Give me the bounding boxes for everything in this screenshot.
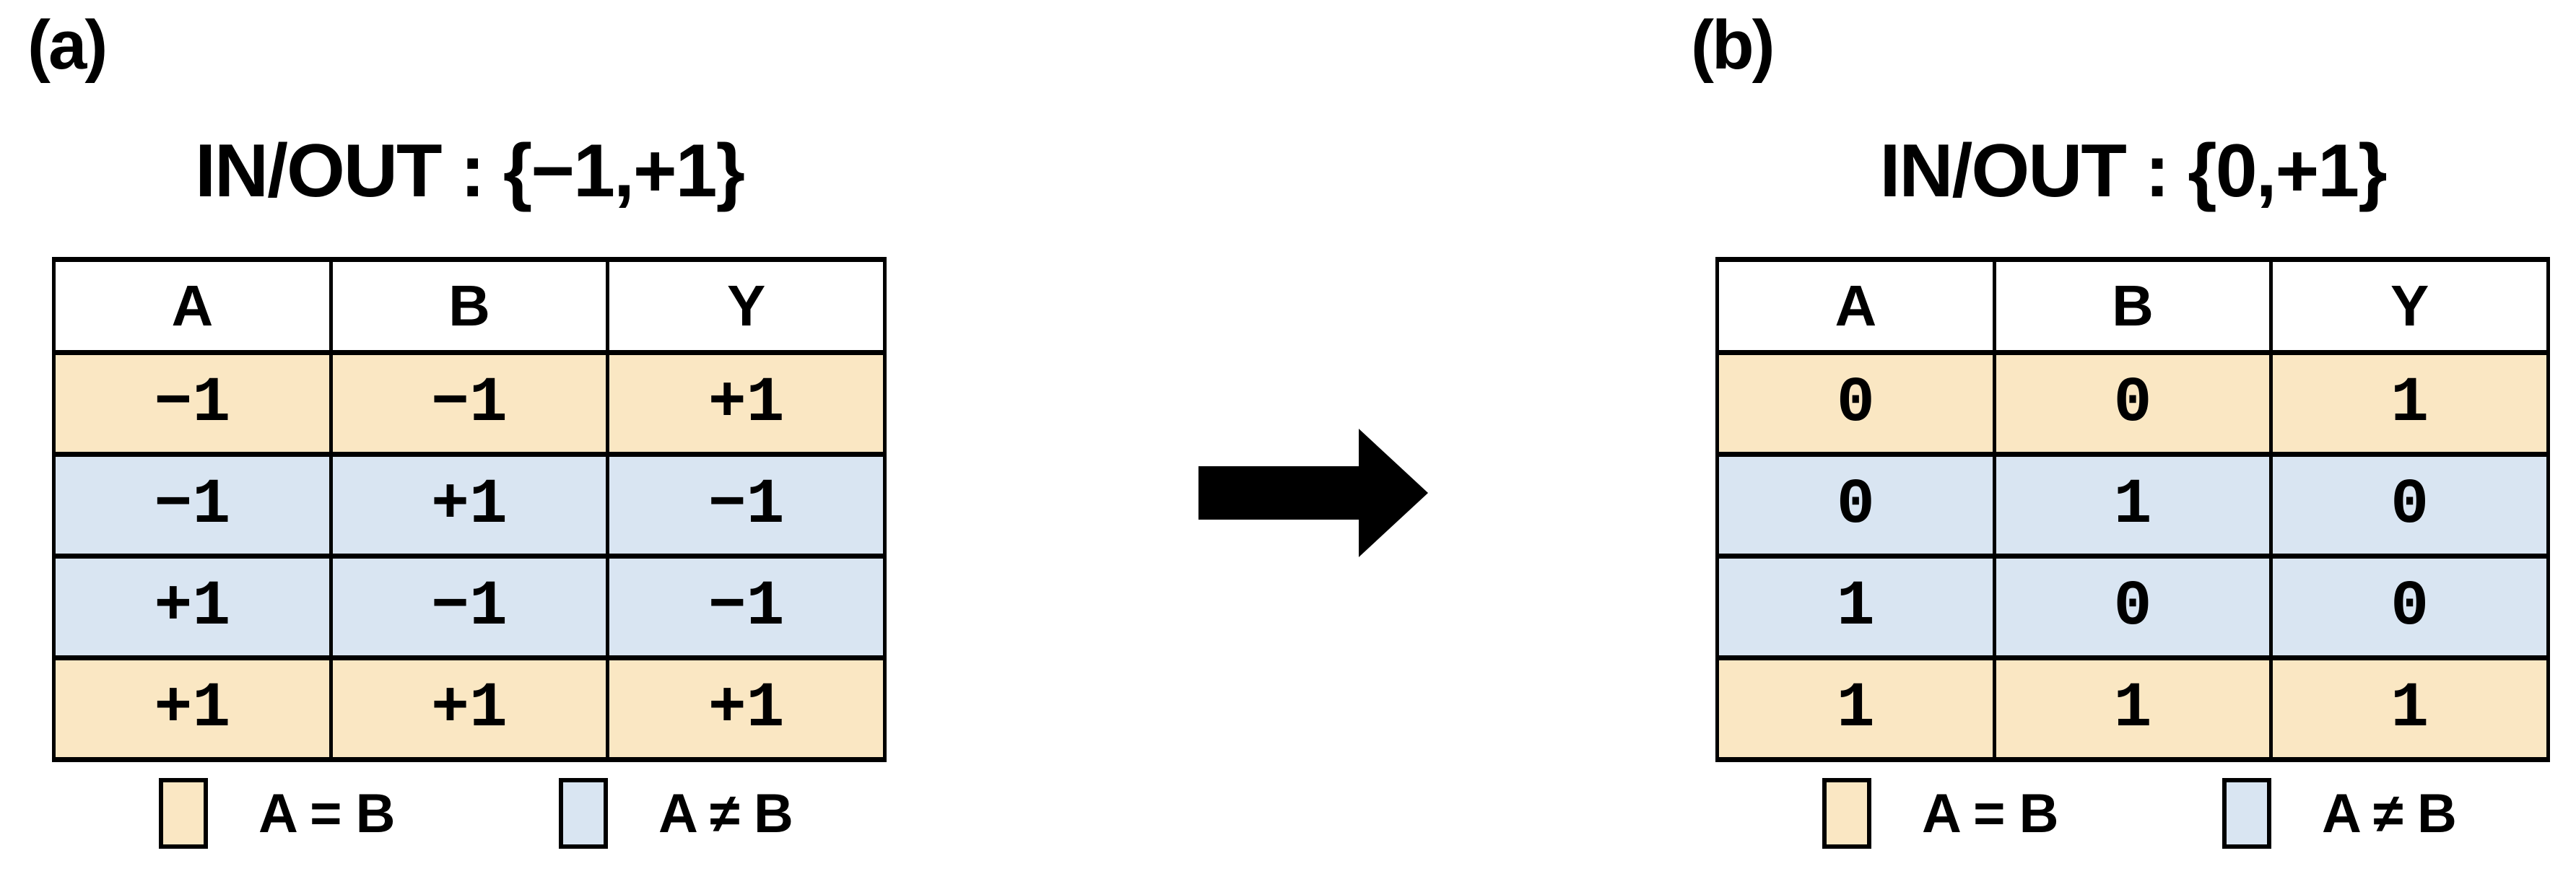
table-row: −1 +1 −1 [52,452,887,559]
right-arrow-icon [1198,429,1428,557]
legend-item-not-equal: A ≠ B [559,778,793,849]
column-header: A [52,257,333,355]
table-header-row: A B Y [1715,257,2550,355]
table-row: 1 1 1 [1715,655,2550,762]
equal-color-swatch [1822,778,1871,849]
table-row: +1 −1 −1 [52,554,887,660]
column-header: B [1992,257,2273,355]
legend: A = B A ≠ B [1715,778,2550,857]
legend-label: A = B [1922,782,2059,844]
panel-label: (a) [27,6,108,84]
table-cell: −1 [328,554,610,660]
legend-item-equal: A = B [1822,778,2059,849]
table-cell: 1 [1992,452,2273,559]
table-cell: +1 [606,655,887,762]
panel-b: (b) IN/OUT : {0,+1} A B Y 0 0 1 0 1 0 [1691,0,2550,874]
truth-table-binary: A B Y 0 0 1 0 1 0 1 0 0 [1715,257,2550,762]
table-cell: 1 [1715,655,1996,762]
not-equal-color-swatch [559,778,608,849]
table-cell: +1 [52,655,333,762]
table-cell: −1 [52,452,333,559]
table-cell: 0 [2269,452,2550,559]
table-cell: 0 [1992,554,2273,660]
table-cell: −1 [606,554,887,660]
table-header-row: A B Y [52,257,887,355]
column-header: Y [2269,257,2550,355]
table-cell: 0 [1992,350,2273,457]
equal-color-swatch [159,778,208,849]
truth-table-bipolar: A B Y −1 −1 +1 −1 +1 −1 +1 −1 −1 [52,257,887,762]
table-cell: +1 [328,655,610,762]
panel-a: (a) IN/OUT : {−1,+1} A B Y −1 −1 +1 −1 +… [27,0,887,874]
table-cell: +1 [328,452,610,559]
table-cell: 0 [1715,452,1996,559]
table-cell: 1 [1992,655,2273,762]
table-title: IN/OUT : {−1,+1} [195,129,745,213]
table-cell: 0 [2269,554,2550,660]
table-cell: −1 [606,452,887,559]
table-cell: −1 [328,350,610,457]
legend-label: A = B [258,782,396,844]
table-row: 0 0 1 [1715,350,2550,457]
table-cell: 1 [1715,554,1996,660]
table-title: IN/OUT : {0,+1} [1879,129,2387,213]
legend: A = B A ≠ B [52,778,887,857]
table-cell: −1 [52,350,333,457]
table-cell: 0 [1715,350,1996,457]
table-row: −1 −1 +1 [52,350,887,457]
table-row: 0 1 0 [1715,452,2550,559]
panel-label: (b) [1691,6,1775,84]
table-row: +1 +1 +1 [52,655,887,762]
table-cell: +1 [606,350,887,457]
not-equal-color-swatch [2222,778,2271,849]
column-header: A [1715,257,1996,355]
legend-item-not-equal: A ≠ B [2222,778,2457,849]
legend-item-equal: A = B [159,778,396,849]
column-header: Y [606,257,887,355]
legend-label: A ≠ B [2322,782,2457,844]
legend-label: A ≠ B [658,782,793,844]
table-row: 1 0 0 [1715,554,2550,660]
column-header: B [328,257,610,355]
table-cell: +1 [52,554,333,660]
table-cell: 1 [2269,350,2550,457]
table-cell: 1 [2269,655,2550,762]
